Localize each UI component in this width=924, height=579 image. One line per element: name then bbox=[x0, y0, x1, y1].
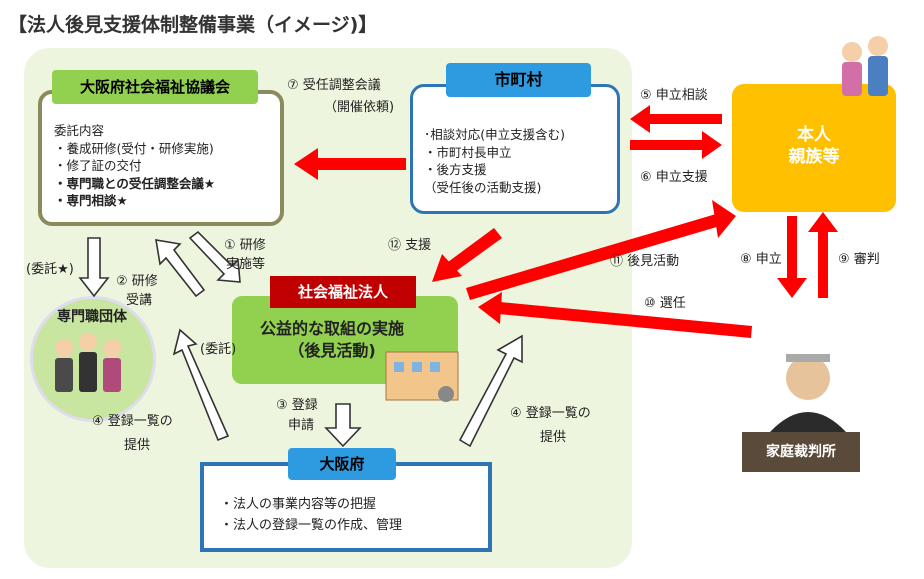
person-label: 本人 bbox=[797, 125, 831, 145]
arrow-city-to-council bbox=[294, 148, 406, 180]
city-line: ・後方支援 bbox=[424, 162, 487, 177]
label-a10: ⑩ 選任 bbox=[644, 296, 686, 311]
city-details: ･相談対応(申立支援含む) ・市町村長申立 ・後方支援 （受任後の活動支援) bbox=[424, 126, 565, 196]
label-a4-right: ④ 登録一覧の bbox=[510, 406, 591, 421]
prefecture-line: ・法人の登録一覧の作成、管理 bbox=[220, 518, 403, 533]
label-itaku-star: (委託★) bbox=[26, 262, 74, 277]
arrow-pref-to-corp bbox=[458, 334, 523, 448]
corp-main-line: 公益的な取組の実施 bbox=[259, 319, 404, 338]
page-title: 【法人後見支援体制整備事業（イメージ)】 bbox=[8, 14, 378, 36]
label-itaku: (委託) bbox=[200, 342, 237, 357]
city-label: 市町村 bbox=[446, 63, 591, 97]
label-a7b: （開催依頼) bbox=[324, 100, 395, 115]
professional-groups-label: 専門職団体 bbox=[57, 309, 127, 325]
arrow-person-to-court bbox=[777, 216, 807, 298]
city-line: ･相談対応(申立支援含む) bbox=[424, 127, 566, 142]
council-line: ・専門相談★ bbox=[54, 193, 128, 208]
label-a11: ⑪ 後見活動 bbox=[610, 254, 680, 269]
council-line: ・専門職との受任調整会議★ bbox=[54, 175, 216, 191]
person-family-label: 本人 親族等 bbox=[732, 124, 896, 168]
arrow-council-to-prof bbox=[78, 237, 110, 298]
council-label: 大阪府社会福祉協議会 bbox=[52, 70, 258, 104]
professionals-illustration bbox=[55, 333, 121, 392]
label-a5: ⑤ 申立相談 bbox=[640, 88, 708, 103]
arrow-corp-to-person bbox=[466, 200, 736, 300]
city-line: （受任後の活動支援) bbox=[424, 179, 542, 195]
council-details: 委託内容 ・養成研修(受付・研修実施) ・修了証の交付 ・専門職との受任調整会議… bbox=[54, 122, 215, 210]
label-a9: ⑨ 審判 bbox=[838, 252, 880, 267]
label-a4-left: ④ 登録一覧の bbox=[92, 414, 173, 429]
arrow-city-to-corp bbox=[432, 228, 502, 282]
label-a12: ⑫ 支援 bbox=[388, 238, 432, 253]
arrow-pref-to-prof bbox=[172, 328, 230, 442]
prefecture-label: 大阪府 bbox=[288, 448, 396, 480]
arrow-corp-to-pref bbox=[324, 403, 362, 448]
arrow-court-to-corp bbox=[478, 292, 752, 338]
label-a3b: 申請 bbox=[288, 418, 315, 433]
outline-arrows bbox=[78, 230, 523, 448]
council-line: ・養成研修(受付・研修実施) bbox=[54, 140, 214, 156]
label-a3: ③ 登録 bbox=[276, 398, 318, 413]
label-a1: ① 研修 bbox=[224, 238, 266, 253]
arrow-council-to-corp bbox=[188, 230, 241, 283]
label-a4-right-b: 提供 bbox=[540, 430, 567, 445]
judge-illustration bbox=[770, 354, 846, 432]
label-a4-left-b: 提供 bbox=[124, 438, 151, 453]
label-a2b: 受講 bbox=[126, 293, 153, 308]
arrow-court-to-person bbox=[808, 212, 838, 298]
corp-activity: 公益的な取組の実施 （後見活動) bbox=[232, 318, 432, 362]
council-line: ・修了証の交付 bbox=[54, 158, 142, 173]
prefecture-details: ・法人の事業内容等の把握 ・法人の登録一覧の作成、管理 bbox=[220, 494, 402, 536]
council-box bbox=[38, 90, 284, 226]
council-line: 委託内容 bbox=[54, 123, 105, 138]
city-line: ・市町村長申立 bbox=[424, 144, 512, 160]
label-a8: ⑧ 申立 bbox=[740, 252, 782, 267]
label-a6: ⑥ 申立支援 bbox=[640, 170, 708, 185]
label-a2: ② 研修 bbox=[116, 274, 158, 289]
arrow-city-to-person bbox=[630, 131, 722, 159]
elderly-couple-illustration bbox=[842, 36, 888, 96]
label-a7: ⑦ 受任調整会議 bbox=[287, 78, 381, 93]
facility-illustration bbox=[385, 351, 459, 402]
arrow-corp-to-council bbox=[155, 239, 206, 298]
family-label: 親族等 bbox=[788, 147, 840, 167]
person-family-box bbox=[732, 84, 896, 212]
family-court-label: 家庭裁判所 bbox=[742, 432, 860, 472]
corp-label: 社会福祉法人 bbox=[270, 276, 416, 308]
prefecture-line: ・法人の事業内容等の把握 bbox=[220, 497, 377, 512]
corp-sub-line: （後見活動) bbox=[288, 341, 376, 360]
arrow-person-to-city bbox=[630, 105, 722, 133]
label-a1b: 実施等 bbox=[226, 257, 266, 272]
